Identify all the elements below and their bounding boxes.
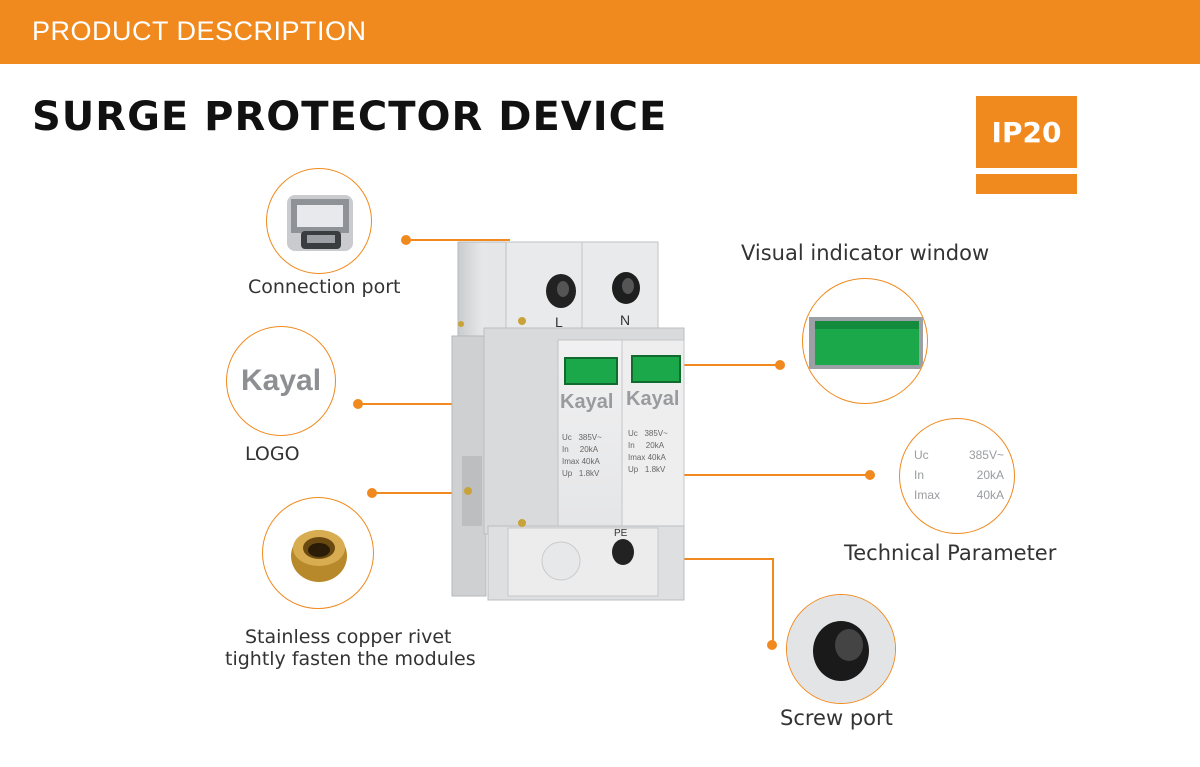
banner-title: PRODUCT DESCRIPTION [32,16,367,46]
page-title: SURGE PROTECTOR DEVICE [32,94,668,140]
terminal-l-label: L [555,314,563,330]
rivet-dot [367,488,377,498]
spec-row: Uc 385V~ [562,433,602,442]
param-dot [865,470,875,480]
ip-rating-badge: IP20 [976,96,1077,168]
spec-row: Up 1.8kV [562,469,600,478]
screw-line-v [772,558,774,644]
logo-dot [353,399,363,409]
logo-label: LOGO [245,443,300,465]
connection-port-zoom [266,168,372,274]
rivet-zoom [262,497,374,609]
screw-dot [767,640,777,650]
spec-row: In 20kA [628,441,665,450]
device-body-svg [451,241,685,601]
screw-line-h [628,558,773,560]
rivet-line [372,492,468,494]
surge-protector-device: L N PE Kayal Kayal Uc 385V~ In 20kA Imax… [448,236,688,608]
brand-logo-right: Kayal [626,388,680,410]
param-line [676,474,870,476]
indicator-window-icon [809,317,923,369]
visual-indicator-label: Visual indicator window [741,241,990,265]
technical-parameter-label: Technical Parameter [844,541,1057,565]
spec-row: Imax 40kA [562,457,600,466]
spec-label-right: Uc 385V~ In 20kA Imax 40kA Up 1.8kV [628,428,684,476]
screw-port-icon [787,595,895,703]
connection-port-label: Connection port [248,276,401,298]
spec-row: Uc 385V~ [628,429,668,438]
logo-zoom: Kayal [226,326,336,436]
spec-row: Up 1.8kV [628,465,666,474]
rivet-label-line2: tightly fasten the modules [225,648,476,670]
connection-port-line [406,239,510,241]
logo-zoom-text: Kayal [241,364,322,397]
terminal-pe-label: PE [614,528,628,539]
spec-row: Imax 40kA [628,453,666,462]
rivet-label-line1: Stainless copper rivet [245,626,452,648]
indicator-dot [775,360,785,370]
terminal-n-label: N [620,312,631,328]
spec-row: In 20kA [562,445,599,454]
ip-badge-bar [976,174,1077,194]
brand-logo-left: Kayal [560,391,614,413]
visual-indicator-zoom [802,278,928,404]
screw-port-zoom [786,594,896,704]
indicator-line [668,364,780,366]
spec-label-left: Uc 385V~ In 20kA Imax 40kA Up 1.8kV [562,432,620,480]
header-banner: PRODUCT DESCRIPTION [0,0,1200,64]
screw-port-label: Screw port [780,706,893,730]
connection-port-icon [287,195,353,251]
connection-port-dot [401,235,411,245]
copper-rivet-icon [291,530,347,582]
